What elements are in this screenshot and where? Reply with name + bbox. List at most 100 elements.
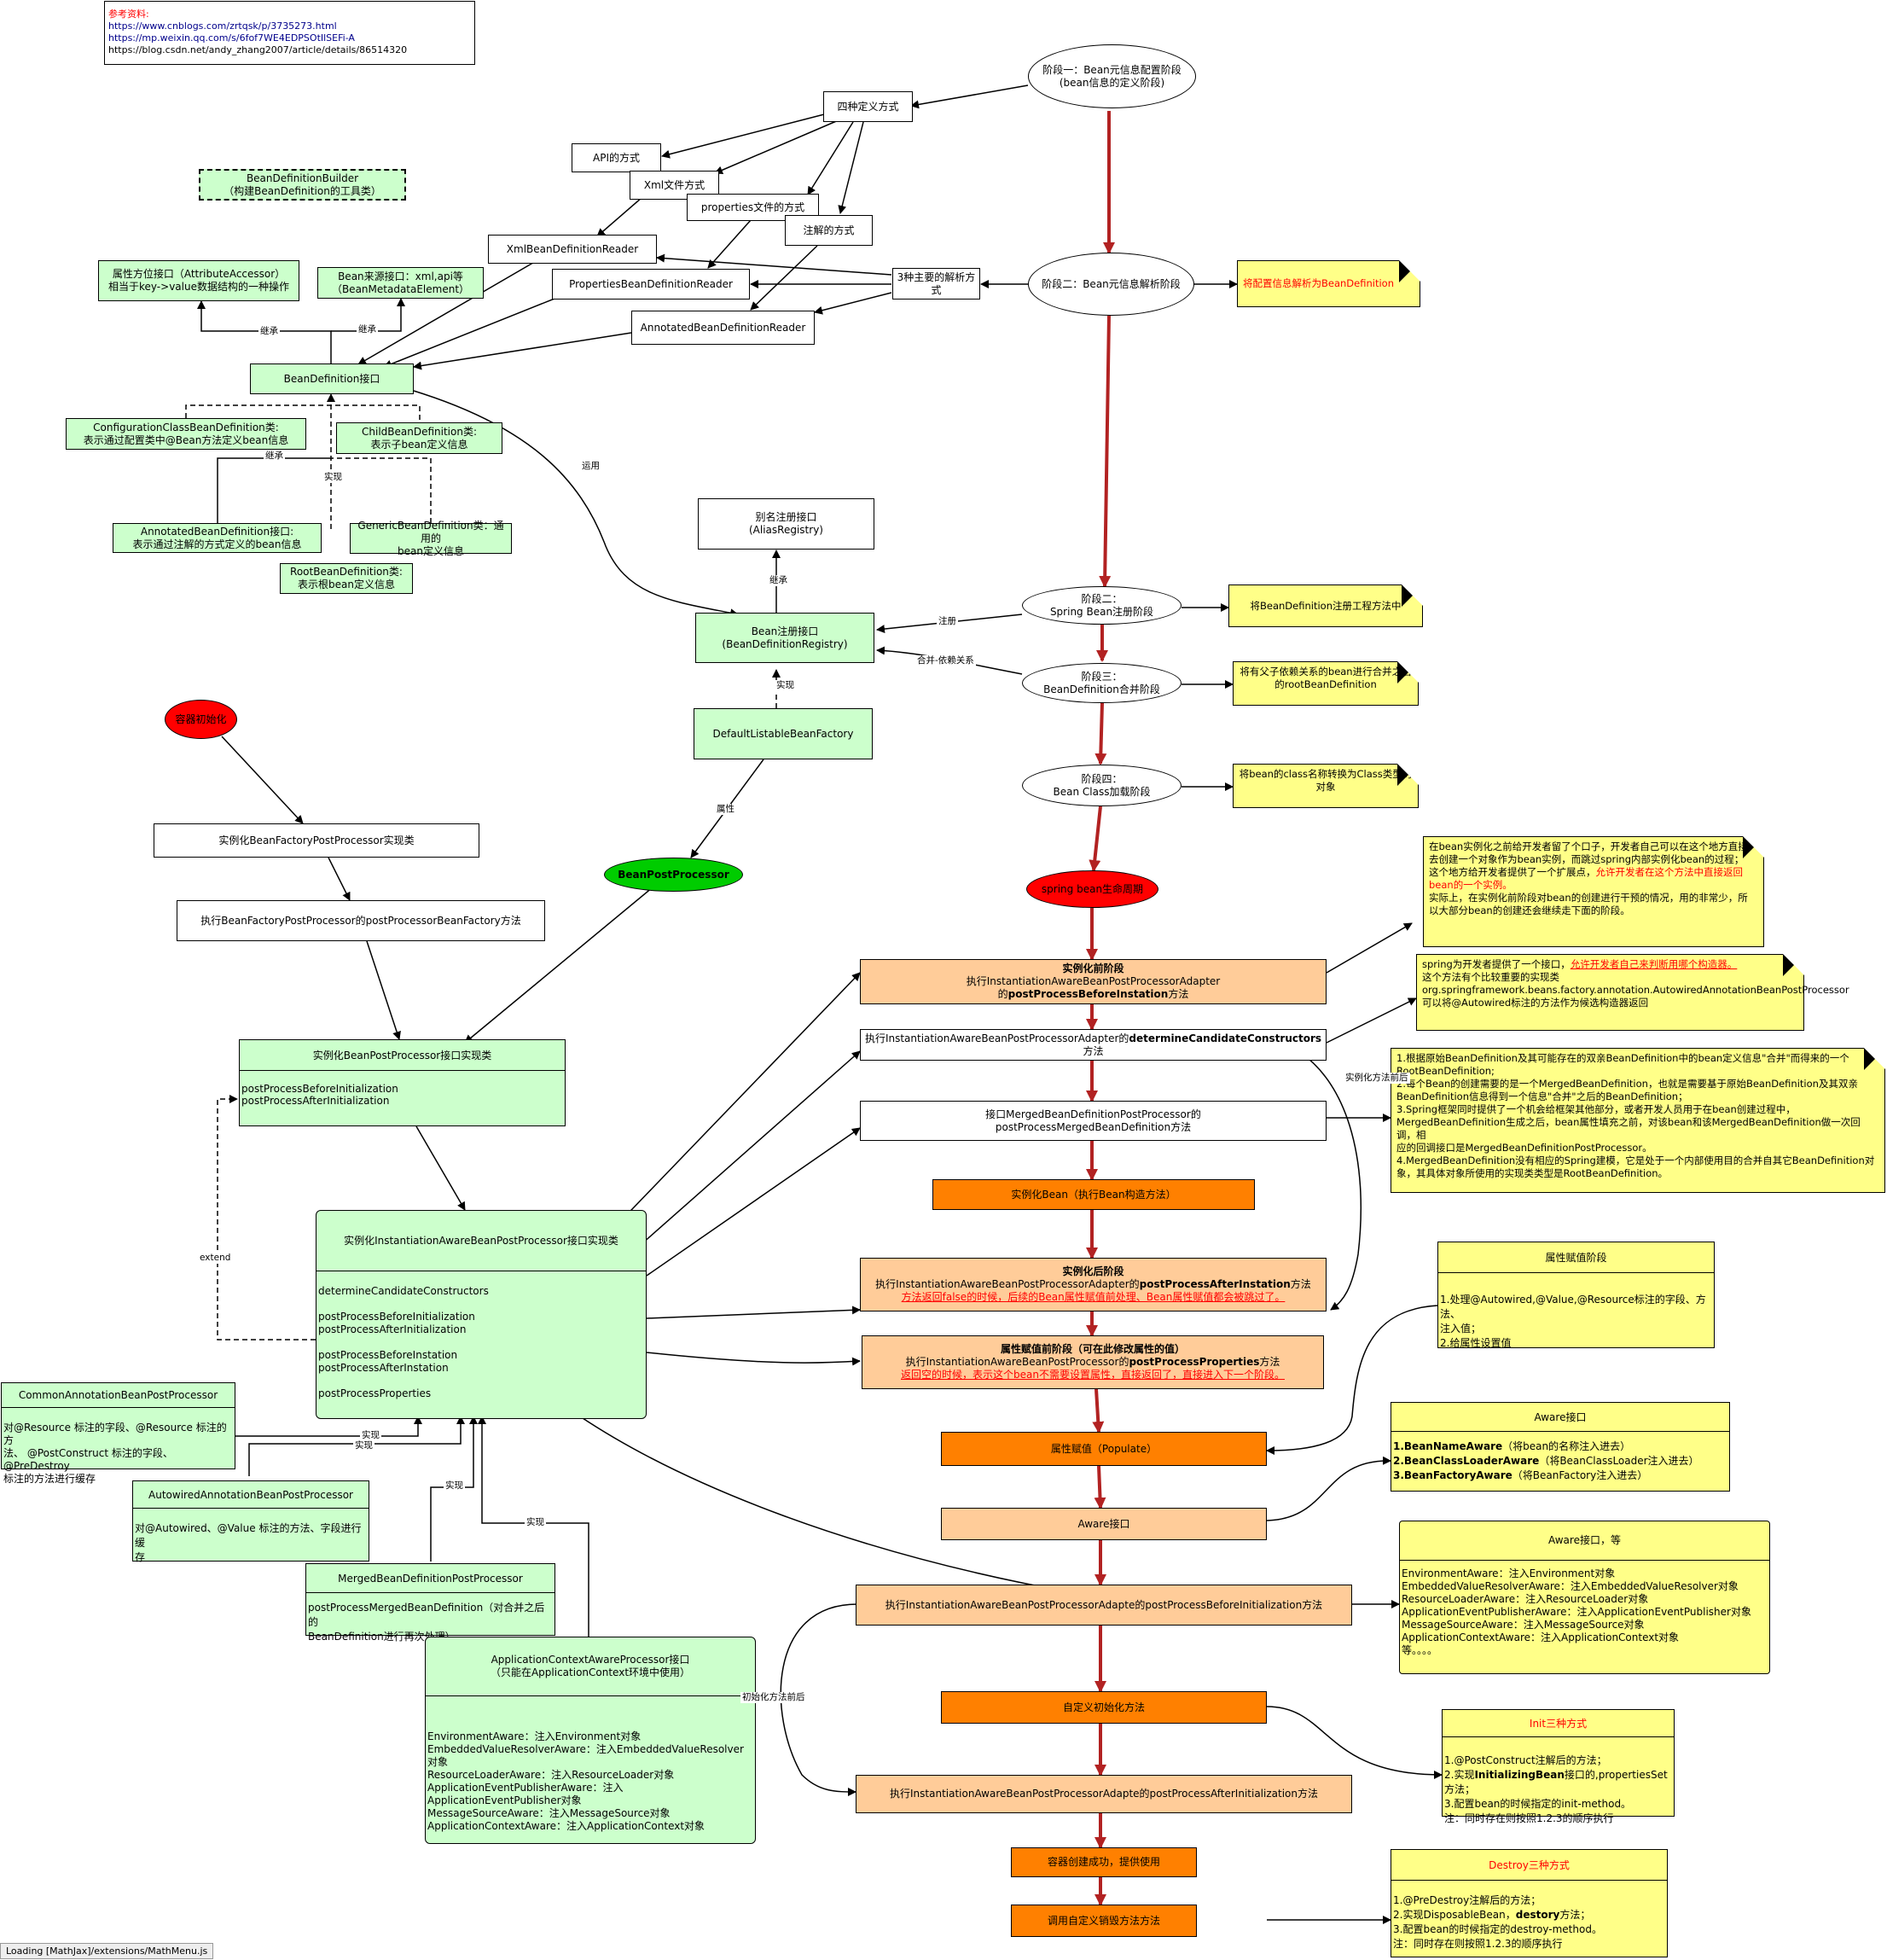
four-ways-node: 四种定义方式 — [823, 91, 913, 122]
autowired-bpp-body: 对@Autowired、@Value 标注的方法、字段进行缓存 — [132, 1509, 369, 1563]
init-three-body: 1.@PostConstruct注解后的方法； 2.实现Initializing… — [1442, 1737, 1675, 1824]
reference-link[interactable]: https://blog.csdn.net/andy_zhang2007/art… — [108, 44, 408, 55]
edge-iabpp-postinst — [646, 1306, 861, 1319]
edge-three-xmlreader — [656, 253, 892, 276]
common-bpp-header: CommonAnnotationBeanPostProcessor — [1, 1382, 235, 1408]
stage2-note: 将配置信息解析为BeanDefinition — [1237, 259, 1421, 307]
instantiate-iabpp-body: determineCandidateConstructors postProce… — [318, 1285, 489, 1399]
pre-instantiation-node: 实例化前阶段 执行InstantiationAwareBeanPostProce… — [860, 959, 1327, 1004]
bean-definition-registry-node: Bean注册接口(BeanDefinitionRegistry) — [695, 613, 874, 663]
edge-label: 实现 — [322, 472, 344, 483]
edge-fourways-api — [661, 113, 828, 159]
edge-label: 合并-依赖关系 — [915, 655, 976, 666]
edge-label: 注册 — [937, 616, 958, 627]
edge-determine-note — [1326, 997, 1417, 1044]
destroy-three-header: Destroy三种方式 — [1391, 1849, 1668, 1881]
aware-iface-header: Aware接口 — [1391, 1402, 1730, 1432]
bean-metadata-node: Bean来源接口：xml,api等（BeanMetadataElement） — [317, 267, 484, 299]
edge-xmlreader-bd — [357, 259, 538, 365]
reference-link[interactable]: https://www.cnblogs.com/zrtqsk/p/3735273… — [108, 20, 337, 32]
stage4-node: 阶段四：Bean Class加载阶段 — [1022, 765, 1182, 806]
edge-instbfpp-execbfpp — [328, 857, 351, 901]
edge-label: 运用 — [580, 461, 601, 472]
edge-label: 属性 — [715, 804, 736, 815]
edge-preinst-note — [1326, 922, 1413, 974]
references-box: 参考资料: https://www.cnblogs.com/zrtqsk/p/3… — [104, 1, 475, 65]
custom-destroy-node: 调用自定义销毁方法方法 — [1011, 1905, 1197, 1937]
stage2-node: 阶段二：Bean元信息解析阶段 — [1028, 253, 1194, 316]
edge-propsreader-bd — [383, 296, 560, 369]
xml-way-node: Xml文件方式 — [630, 171, 719, 200]
edge-custom-init3 — [1266, 1706, 1443, 1779]
edge-annotated-bd — [217, 457, 331, 523]
alias-registry-node: 别名注册接口(AliasRegistry) — [698, 498, 874, 550]
configuration-class-bd-node: ConfigurationClassBeanDefinition类:表示通过配置… — [66, 418, 306, 450]
merged-bd-note: 1.根据原始BeanDefinition及其可能存在的双亲BeanDefinit… — [1391, 1047, 1886, 1193]
post-instantiation-node: 实例化后阶段 执行InstantiationAwareBeanPostProce… — [860, 1258, 1327, 1312]
edge-instbpp-instiabpp — [415, 1125, 466, 1211]
annotated-bd-node: AnnotatedBeanDefinition接口:表示通过注解的方式定义的be… — [113, 523, 322, 553]
edge-label: 继承 — [258, 326, 280, 337]
status-bar: Loading [MathJax]/extensions/MathMenu.js — [0, 1943, 214, 1959]
annotated-reader-node: AnnotatedBeanDefinitionReader — [631, 311, 815, 345]
edge-label: 实现 — [525, 1517, 546, 1528]
edge-iabpp-determine — [612, 1050, 861, 1271]
stage-register-node: 阶段二：Spring Bean注册阶段 — [1022, 586, 1182, 625]
edge-label: 继承 — [264, 451, 285, 462]
application-context-aware-processor-node: ApplicationContextAwareProcessor接口（只能在Ap… — [425, 1637, 756, 1844]
properties-reader-node: PropertiesBeanDefinitionReader — [552, 269, 750, 300]
instantiate-bpp-header: 实例化BeanPostProcessor接口实现类 — [239, 1039, 566, 1071]
default-listable-bean-factory-node: DefaultListableBeanFactory — [694, 708, 873, 759]
flow-stage4-lifecycle — [1089, 806, 1102, 872]
property-stage-header: 属性赋值阶段 — [1437, 1242, 1715, 1273]
bean-definition-node: BeanDefinition接口 — [250, 364, 414, 394]
flow-stage3-stage4 — [1094, 702, 1107, 765]
edge-iabpp-merged — [646, 1127, 861, 1277]
references-title: 参考资料: — [108, 9, 149, 20]
edge-label: 实现 — [444, 1480, 465, 1492]
child-bd-node: ChildBeanDefinition类:表示子bean定义信息 — [336, 422, 502, 454]
init-three-header: Init三种方式 — [1442, 1709, 1675, 1737]
autowired-bpp-header: AutowiredAnnotationBeanPostProcessor — [132, 1480, 369, 1509]
flow-stage2-stagereg — [1099, 315, 1112, 588]
stage3-node: 阶段三：BeanDefinition合并阶段 — [1022, 663, 1182, 703]
edge-fourways-xml — [714, 119, 841, 175]
edge-config-bd — [185, 404, 421, 422]
edge-determine-postinst — [1287, 1044, 1362, 1311]
api-way-node: API的方式 — [572, 143, 661, 172]
edge-label: 实例化方法前后 — [1344, 1073, 1410, 1084]
edge-stage1-fourways — [910, 84, 1029, 109]
three-ways-node: 3种主要的解析方式 — [892, 268, 980, 300]
instantiate-bfpp-node: 实例化BeanFactoryPostProcessor实现类 — [154, 823, 479, 858]
aware-iface-body: 1.BeanNameAware（将bean的名称注入进去） 2.BeanClas… — [1391, 1432, 1730, 1492]
aware-etc-node: Aware接口，等 EnvironmentAware：注入Environment… — [1399, 1521, 1770, 1674]
edge-iabpp-beforeinit — [579, 1416, 1071, 1596]
edge-label: 继承 — [768, 575, 789, 586]
edge-bpp-instbpp — [464, 887, 653, 1044]
edge-label: 实现 — [775, 680, 796, 691]
edge-init-before-after — [780, 1603, 858, 1796]
flow-propspre-populate — [1092, 1388, 1105, 1434]
stage3-note: 将有父子依赖关系的bean进行合并之后的rootBeanDefinition — [1233, 660, 1420, 706]
edge-aware-iface — [1266, 1456, 1391, 1521]
instantiate-bean-node: 实例化Bean（执行Bean构造方法） — [932, 1179, 1255, 1210]
edge-init-instbfpp — [221, 736, 304, 824]
edge-iabpp-propspre — [646, 1352, 861, 1366]
edge-fourways-anno — [838, 121, 864, 214]
edge-label: extend — [198, 1253, 233, 1264]
edge-iabpp-preinst — [588, 972, 861, 1255]
reference-link[interactable]: https://mp.weixin.qq.com/s/6fof7WE4EDPSO… — [108, 32, 355, 44]
property-stage-body: 1.处理@Autowired,@Value,@Resource标注的字段、方法、… — [1437, 1273, 1715, 1349]
root-bd-node: RootBeanDefinition类:表示根bean定义信息 — [280, 563, 413, 594]
stage-register-note: 将BeanDefinition注册工程方法中 — [1228, 584, 1424, 627]
edge-three-annoreader — [814, 292, 892, 315]
lifecycle-node: spring bean生命周期 — [1026, 870, 1158, 908]
instantiate-iabpp-node: 实例化InstantiationAwareBeanPostProcessor接口… — [316, 1210, 647, 1419]
